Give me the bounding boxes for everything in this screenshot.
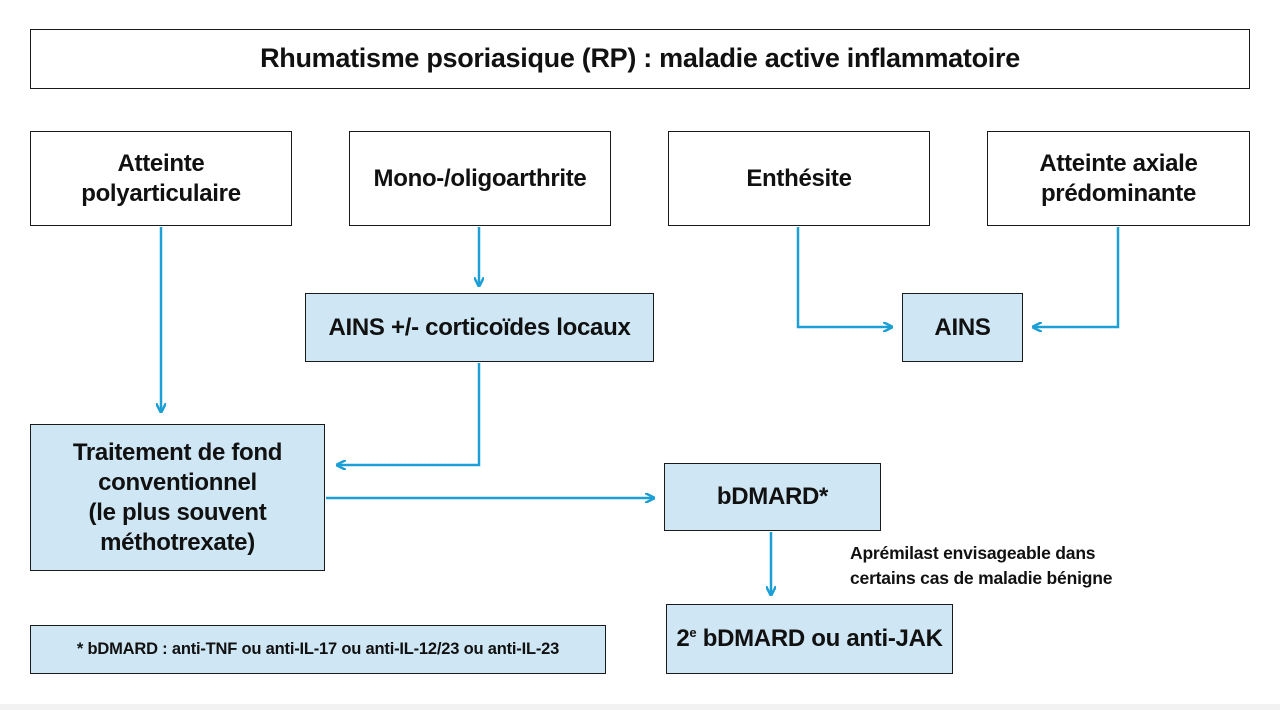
arrow-ains-corticoids-to-conventional xyxy=(337,363,481,465)
second-line-rest: bDMARD ou anti-JAK xyxy=(696,625,943,652)
oligoarthritis-label: Mono-/oligoarthrite xyxy=(373,164,587,192)
apremilast-note-line-1: Aprémilast envisageable dans xyxy=(850,543,1096,563)
bdmard-label: bDMARD* xyxy=(716,483,829,510)
axial-line-1: Atteinte axiale xyxy=(1039,149,1198,177)
second-line-prefix: 2 xyxy=(676,625,690,652)
axial-line-2: prédominante xyxy=(1040,179,1197,207)
conventional-treatment-box: Traitement de fond conventionnel (le plu… xyxy=(30,424,325,571)
ains-corticoids-label: AINS +/- corticoïdes locaux xyxy=(328,313,631,341)
apremilast-note-line-2: certains cas de maladie bénigne xyxy=(850,568,1113,589)
axial-box: Atteinte axiale prédominante xyxy=(987,131,1250,226)
second-line-label: 2e bDMARD ou anti-JAK xyxy=(676,624,943,654)
second-line-box: 2e bDMARD ou anti-JAK xyxy=(666,604,953,674)
ains-corticoids-box: AINS +/- corticoïdes locaux xyxy=(305,293,654,362)
bdmard-box: bDMARD* xyxy=(664,463,881,531)
second-line-superscript: e xyxy=(689,625,697,640)
bottom-strip xyxy=(0,704,1280,710)
footnote-box: * bDMARD : anti-TNF ou anti-IL-17 ou ant… xyxy=(30,625,606,674)
flowchart-title: Rhumatisme psoriasique (RP) : maladie ac… xyxy=(30,29,1250,89)
ains-box: AINS xyxy=(902,293,1023,362)
conventional-line-2: conventionnel xyxy=(98,468,257,496)
ains-label: AINS xyxy=(934,313,991,341)
conventional-line-1: Traitement de fond xyxy=(72,438,283,466)
arrow-enthesitis-to-ains xyxy=(796,227,892,327)
polyarticular-box: Atteinte polyarticulaire xyxy=(30,131,292,226)
polyarticular-line-1: Atteinte xyxy=(117,149,205,177)
oligoarthritis-box: Mono-/oligoarthrite xyxy=(349,131,611,226)
arrow-axial-to-ains xyxy=(1033,227,1120,327)
title-text: Rhumatisme psoriasique (RP) : maladie ac… xyxy=(260,43,1020,74)
enthesitis-box: Enthésite xyxy=(668,131,930,226)
conventional-line-4: méthotrexate) xyxy=(100,528,255,556)
footnote-text: * bDMARD : anti-TNF ou anti-IL-17 ou ant… xyxy=(76,640,560,659)
conventional-line-3: (le plus souvent xyxy=(88,498,267,526)
enthesitis-label: Enthésite xyxy=(746,164,852,192)
polyarticular-line-2: polyarticulaire xyxy=(81,179,241,207)
apremilast-note: Aprémilast envisageable dans certains ca… xyxy=(850,541,1150,592)
